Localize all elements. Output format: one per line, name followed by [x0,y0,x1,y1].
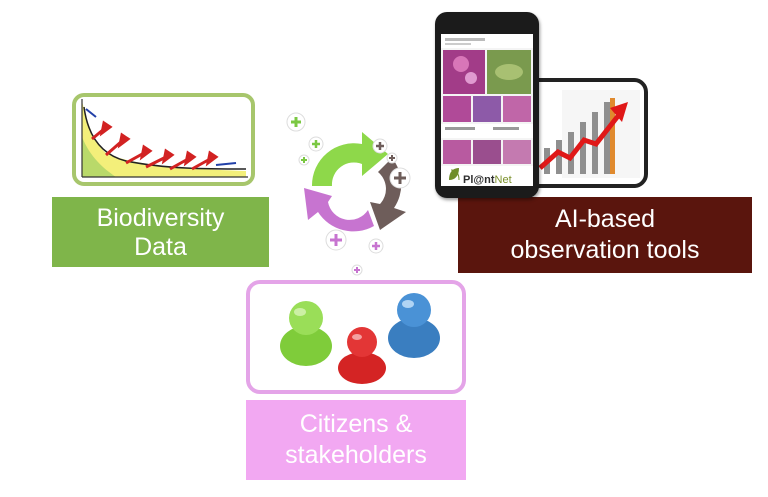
citizens-label-line2: stakeholders [285,441,427,469]
people-icon [280,293,440,384]
citizens-label-line1: Citizens & [299,410,413,438]
smartphone-plantnet: Pl@ntNet [435,12,539,198]
biodiversity-data-label: Biodiversity Data [52,197,269,267]
plantnet-name-part2: Net [494,174,512,186]
biodiversity-chart-icon [81,99,248,178]
biodiversity-label-line1: Biodiversity [96,204,225,232]
cycle-graphic [284,108,424,283]
biodiversity-chart-frame [72,93,255,186]
plantnet-name-part1: Pl@nt [463,174,495,186]
ai-label-line2: observation tools [510,236,700,264]
phone-screen: Pl@ntNet [441,34,533,186]
biodiversity-label-line2: Data [134,233,187,261]
ai-label-line1: AI-based [554,205,656,233]
citizens-frame [246,280,466,394]
ai-observation-tools-label: AI-based observation tools [458,197,752,273]
plant-photos-grid [441,34,533,186]
plantnet-logo: Pl@ntNet [463,174,512,186]
recycle-arrows-icon [286,112,411,276]
growth-chart-icon [538,90,640,178]
citizens-stakeholders-label: Citizens & stakeholders [246,400,466,480]
plus-icons [286,112,411,276]
